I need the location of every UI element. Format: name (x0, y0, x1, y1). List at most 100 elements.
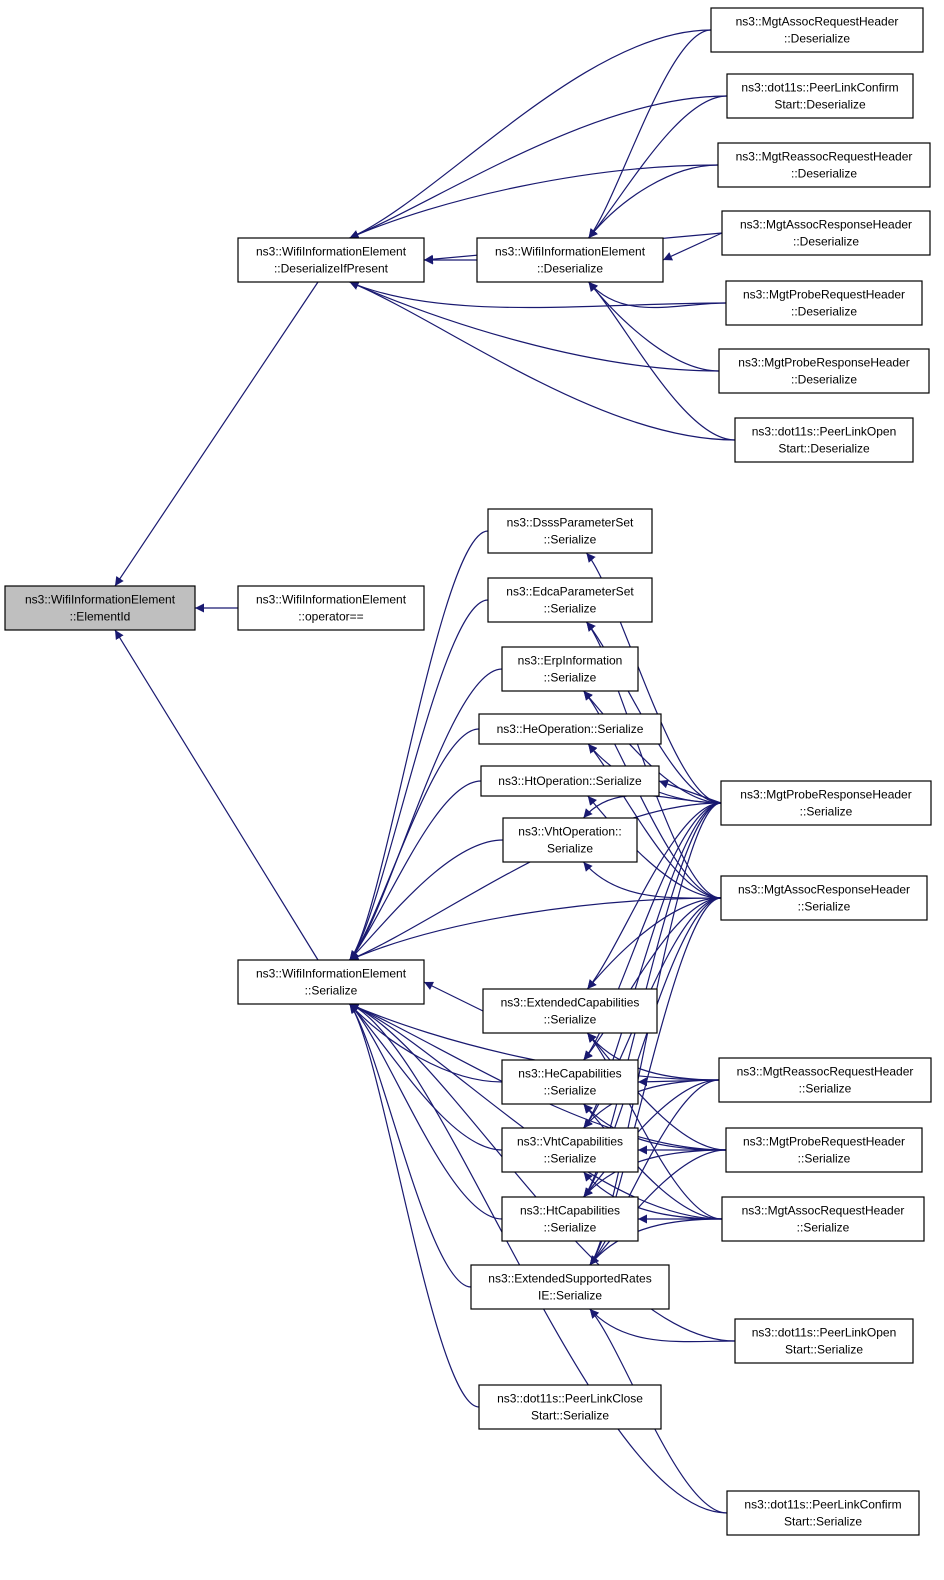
node-box (721, 210, 931, 256)
node-ser[interactable]: ns3::WifiInformationElement::Serialize (237, 959, 425, 1005)
node-label-line: ns3::WifiInformationElement (256, 593, 407, 607)
node-d_assocresp[interactable]: ns3::MgtAssocResponseHeader::Deserialize (721, 210, 931, 256)
node-label-line: ns3::WifiInformationElement (25, 593, 176, 607)
node-box (710, 7, 924, 53)
node-s_probereq[interactable]: ns3::MgtProbeRequestHeader::Serialize (725, 1127, 923, 1173)
edge-extcap-to-ser (423, 981, 484, 1012)
node-label-line: ::ElementId (70, 610, 131, 624)
node-box (482, 988, 658, 1034)
node-label-line: ns3::dot11s::PeerLinkConfirm (744, 1498, 901, 1512)
edge-s_proberesp-to-esr (589, 802, 722, 1266)
node-d_probereq[interactable]: ns3::MgtProbeRequestHeader::Deserialize (725, 280, 923, 326)
node-label-line: ns3::HtCapabilities (520, 1204, 620, 1218)
node-opeq[interactable]: ns3::WifiInformationElement::operator== (237, 585, 425, 631)
edge-d_assocreq-to-dip (349, 29, 712, 239)
node-label-line: ns3::HeCapabilities (518, 1067, 621, 1081)
node-box (718, 1057, 932, 1103)
node-label-line: ns3::ExtendedSupportedRates (488, 1272, 651, 1286)
edge-s_assocreq-to-ser (349, 1003, 723, 1220)
node-label-line: ns3::HtOperation::Serialize (498, 774, 642, 788)
node-label-line: ::Deserialize (793, 235, 859, 249)
node-label-line: ns3::MgtAssocRequestHeader (736, 15, 899, 29)
node-extcap[interactable]: ns3::ExtendedCapabilities::Serialize (482, 988, 658, 1034)
node-box (720, 780, 932, 826)
node-label-line: ::Serialize (798, 1152, 851, 1166)
edge-s_proberesp-to-dsss (585, 552, 722, 804)
edge-s_proberesp-to-extcap (586, 802, 722, 990)
edge-s_assocresp-to-htop (587, 795, 722, 899)
node-label-line: ns3::MgtAssocRequestHeader (742, 1204, 905, 1218)
node-box (501, 646, 639, 692)
edge-erp-to-ser (349, 668, 503, 961)
edge-s_assocreq-to-extcap (586, 1032, 723, 1220)
node-root[interactable]: ns3::WifiInformationElement::ElementId (4, 585, 196, 631)
node-label-line: ::Deserialize (791, 305, 857, 319)
edge-plclose-to-ser (349, 1003, 480, 1408)
node-erp[interactable]: ns3::ErpInformation::Serialize (501, 646, 639, 692)
node-s_plconfirm[interactable]: ns3::dot11s::PeerLinkConfirmStart::Seria… (726, 1490, 920, 1536)
node-heop[interactable]: ns3::HeOperation::Serialize (478, 713, 662, 745)
node-label-line: ns3::MgtProbeRequestHeader (743, 1135, 905, 1149)
node-s_assocresp[interactable]: ns3::MgtAssocResponseHeader::Serialize (720, 875, 928, 921)
node-s_reassoc[interactable]: ns3::MgtReassocRequestHeader::Serialize (718, 1057, 932, 1103)
edge-s_proberesp-to-htop (658, 779, 722, 804)
node-label-line: ns3::MgtProbeResponseHeader (740, 788, 911, 802)
node-box (237, 959, 425, 1005)
edge-s_reassoc-to-extcap (586, 1032, 720, 1081)
node-box (502, 817, 638, 863)
edge-d_assocresp-to-de (662, 232, 723, 261)
node-box (734, 1318, 914, 1364)
node-label-line: ::Serialize (800, 805, 853, 819)
node-vhtcap[interactable]: ns3::VhtCapabilities::Serialize (501, 1127, 639, 1173)
node-vhtop[interactable]: ns3::VhtOperation::Serialize (502, 817, 638, 863)
edge-d_plconfirm-to-de (588, 95, 728, 239)
edge-vhtcap-to-ser (349, 1003, 503, 1151)
node-label-line: Start::Serialize (784, 1515, 862, 1529)
node-label-line: ns3::MgtReassocRequestHeader (737, 1065, 914, 1079)
edge-d_assocreq-to-de (588, 29, 712, 239)
node-label-line: Start::Serialize (531, 1409, 609, 1423)
node-box (725, 280, 923, 326)
node-s_plopen[interactable]: ns3::dot11s::PeerLinkOpenStart::Serializ… (734, 1318, 914, 1364)
node-label-line: Start::Deserialize (778, 442, 870, 456)
edge-vhtop-to-ser (349, 839, 504, 961)
edge-s_assocreq-to-hecap (583, 1103, 723, 1220)
node-de[interactable]: ns3::WifiInformationElement::Deserialize (476, 237, 664, 283)
node-label-line: ::Deserialize (784, 32, 850, 46)
node-htop[interactable]: ns3::HtOperation::Serialize (480, 765, 660, 797)
edge-s_reassoc-to-esr (589, 1079, 720, 1266)
node-hecap[interactable]: ns3::HeCapabilities::Serialize (501, 1059, 639, 1105)
node-box (487, 577, 653, 623)
node-box (725, 1127, 923, 1173)
node-s_proberesp[interactable]: ns3::MgtProbeResponseHeader::Serialize (720, 780, 932, 826)
edge-s_assocresp-to-erp (583, 690, 722, 899)
edge-s_proberesp-to-hecap (583, 802, 722, 1061)
node-s_assocreq[interactable]: ns3::MgtAssocRequestHeader::Serialize (721, 1196, 925, 1242)
node-d_plconfirm[interactable]: ns3::dot11s::PeerLinkConfirmStart::Deser… (726, 73, 914, 119)
node-label-line: ns3::WifiInformationElement (256, 967, 407, 981)
edge-d_probereq-to-dip (349, 281, 727, 309)
node-label-line: ::Serialize (544, 1152, 597, 1166)
node-label-line: Start::Deserialize (774, 98, 866, 112)
node-label-line: ns3::MgtReassocRequestHeader (736, 150, 913, 164)
node-dip[interactable]: ns3::WifiInformationElement::Deserialize… (237, 237, 425, 283)
node-d_plopen[interactable]: ns3::dot11s::PeerLinkOpenStart::Deserial… (734, 417, 914, 463)
edge-d_reassoc-to-de (588, 164, 719, 239)
edge-d_plconfirm-to-dip (349, 95, 728, 239)
node-dsss[interactable]: ns3::DsssParameterSet::Serialize (487, 508, 653, 554)
node-d_assocreq[interactable]: ns3::MgtAssocRequestHeader::Deserialize (710, 7, 924, 53)
node-label-line: ns3::DsssParameterSet (507, 516, 634, 530)
node-label-line: ns3::dot11s::PeerLinkOpen (752, 425, 897, 439)
node-label-line: ns3::VhtOperation:: (518, 825, 621, 839)
node-box (478, 1384, 662, 1430)
node-d_reassoc[interactable]: ns3::MgtReassocRequestHeader::Deserializ… (717, 142, 931, 188)
node-edca[interactable]: ns3::EdcaParameterSet::Serialize (487, 577, 653, 623)
node-label-line: ::Serialize (544, 1084, 597, 1098)
node-plclose[interactable]: ns3::dot11s::PeerLinkCloseStart::Seriali… (478, 1384, 662, 1430)
node-htcap[interactable]: ns3::HtCapabilities::Serialize (501, 1196, 639, 1242)
node-label-line: ::Serialize (544, 671, 597, 685)
edge-s_probereq-to-esr (589, 1149, 727, 1266)
node-d_proberesp[interactable]: ns3::MgtProbeResponseHeader::Deserialize (718, 348, 930, 394)
